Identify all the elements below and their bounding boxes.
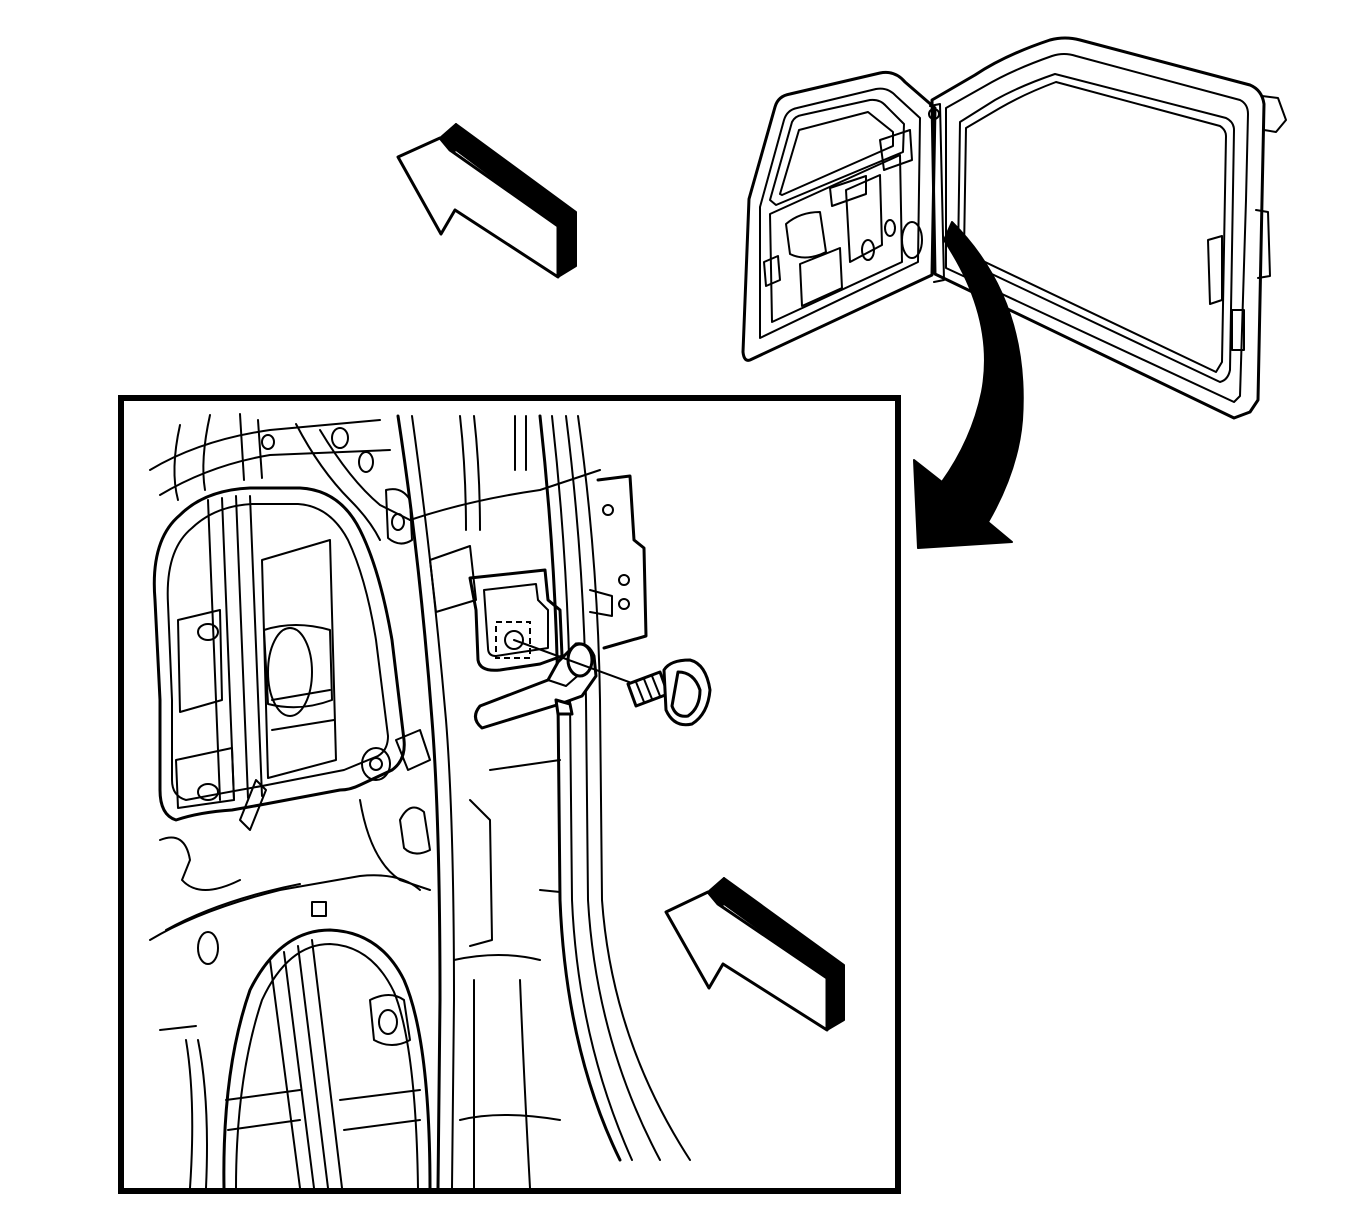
detail-inset [118,395,901,1194]
door-check-link [474,642,598,730]
door-check-bolt [626,658,712,727]
direction-arrow-lower-right [664,877,845,1032]
overview-door-assembly [741,36,1287,420]
callout-arrow [913,221,1024,549]
direction-arrow-upper-left [396,123,577,279]
